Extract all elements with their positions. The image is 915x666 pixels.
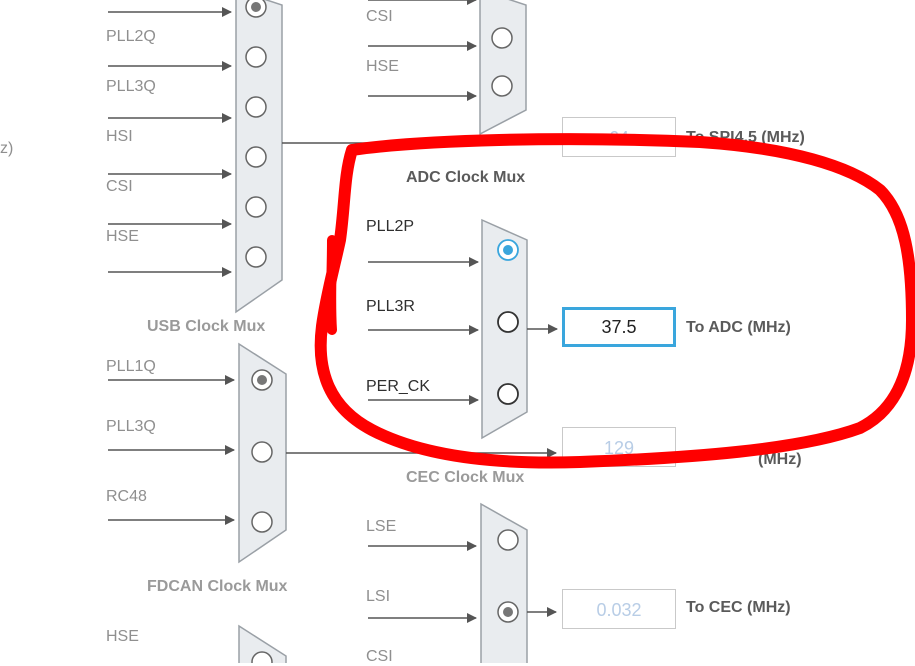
left-edge-text: z) (0, 140, 14, 157)
spi-radio-0[interactable] (491, 27, 513, 49)
usb-radio-2[interactable] (245, 96, 267, 118)
cec-input-lse: LSE (366, 518, 397, 535)
adc-radio-pll3r[interactable] (497, 311, 519, 333)
cec-output-value[interactable]: 0.032 (562, 589, 676, 629)
adc-radio-per-ck[interactable] (497, 383, 519, 405)
spi-output-label: To SPI4,5 (MHz) (686, 129, 805, 146)
usb-mux-title: USB Clock Mux (147, 318, 266, 335)
spi-radio-1[interactable] (491, 75, 513, 97)
usb-input-2: HSI (106, 128, 133, 145)
adc-input-per-ck: PER_CK (366, 378, 431, 395)
adc-mux-title: ADC Clock Mux (406, 169, 526, 186)
usb-radio-3[interactable] (245, 146, 267, 168)
cec-mux-shape (480, 502, 528, 663)
adc-input-pll2p: PLL2P (366, 218, 415, 235)
fdcan-input-pll1q: PLL1Q (106, 358, 156, 375)
fdcan-input-pll3q: PLL3Q (106, 418, 156, 435)
cec-input-csi: CSI (366, 648, 393, 665)
usb-radio-1[interactable] (245, 46, 267, 68)
next-mux-input-hse: HSE (106, 628, 139, 645)
spi-input-0: CSI (366, 8, 393, 25)
next-mux-shape (238, 624, 287, 663)
adc-output-label: To ADC (MHz) (686, 319, 791, 336)
fdcan-radio-pll3q[interactable] (251, 441, 273, 463)
fdcan-output-value[interactable]: 129 (562, 427, 676, 467)
adc-output-value[interactable]: 37.5 (562, 307, 676, 347)
cec-input-lsi: LSI (366, 588, 391, 605)
cec-mux-title: CEC Clock Mux (406, 469, 525, 486)
usb-input-3: CSI (106, 178, 133, 195)
adc-input-pll3r: PLL3R (366, 298, 415, 315)
fdcan-mux-title: FDCAN Clock Mux (147, 578, 288, 595)
fdcan-input-rc48: RC48 (106, 488, 147, 505)
usb-radio-5[interactable] (245, 246, 267, 268)
usb-input-1: PLL3Q (106, 78, 156, 95)
cec-radio-lse[interactable] (497, 529, 519, 551)
fdcan-radio-rc48[interactable] (251, 511, 273, 533)
usb-input-4: HSE (106, 228, 139, 245)
usb-radio-4[interactable] (245, 196, 267, 218)
spi-input-1: HSE (366, 58, 399, 75)
usb-input-0: PLL2Q (106, 28, 156, 45)
spi-mux-shape (479, 0, 527, 136)
fdcan-output-label: (MHz) (758, 451, 802, 468)
cec-output-label: To CEC (MHz) (686, 599, 791, 616)
spi-output-value[interactable]: 64 (562, 117, 676, 157)
